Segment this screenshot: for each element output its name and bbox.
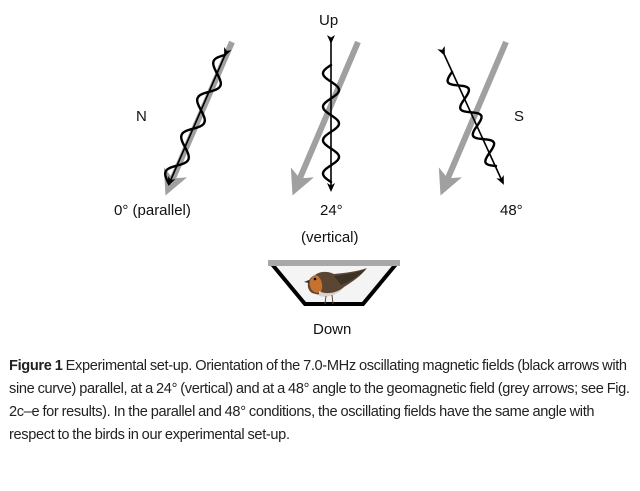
label-south: S xyxy=(514,108,525,125)
oscillating-field-sine-curve xyxy=(163,53,227,186)
cage-walls xyxy=(269,261,399,306)
figure-caption: Figure 1 Experimental set-up. Orientatio… xyxy=(9,355,633,447)
label-down: Down xyxy=(313,321,352,338)
robin-bird-image xyxy=(304,268,367,305)
label-north: N xyxy=(136,108,147,125)
label-angle-48: 48° xyxy=(500,202,523,219)
label-angle-parallel: 0° (parallel) xyxy=(114,202,191,219)
oscillating-field-sine-curve xyxy=(446,70,498,168)
geomagnetic-field-arrow xyxy=(163,40,235,196)
oscillating-field-sine-curve xyxy=(321,63,341,184)
oscillating-field-arrow xyxy=(437,45,504,185)
label-up: Up xyxy=(319,12,339,29)
label-angle-vertical-value: 24° xyxy=(320,202,343,219)
caption-figure-label: Figure 1 xyxy=(9,358,63,374)
experimental-setup-figure xyxy=(163,35,509,306)
field-diagram-vertical xyxy=(290,35,361,196)
bird-cage xyxy=(268,260,400,306)
field-diagram-parallel xyxy=(163,40,235,196)
caption-text: Experimental set-up. Orientation of the … xyxy=(9,358,630,443)
field-diagram-48-degrees xyxy=(437,40,509,196)
oscillating-field-arrow xyxy=(168,46,232,186)
label-angle-vertical-note: (vertical) xyxy=(301,229,359,246)
